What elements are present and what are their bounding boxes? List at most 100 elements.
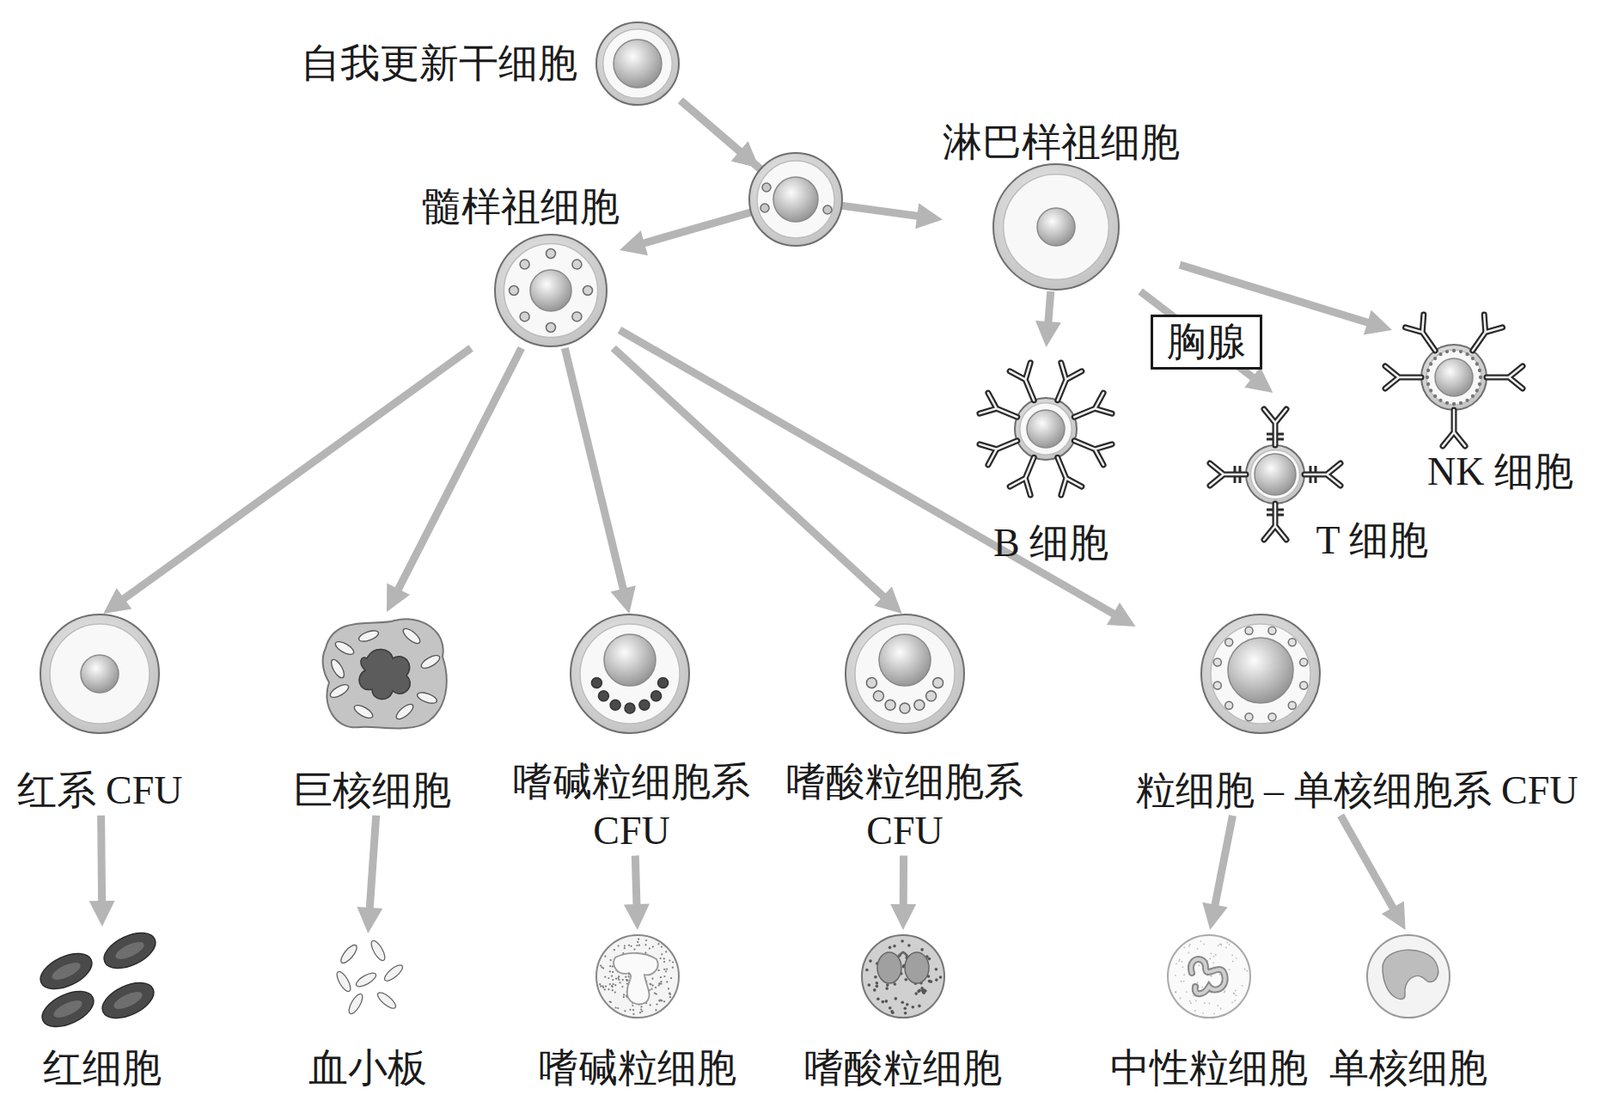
cell-node: 巨核细胞 — [293, 611, 452, 816]
illustration-part — [885, 999, 889, 1003]
illustration-part — [624, 976, 627, 978]
illustration-part — [1225, 946, 1228, 949]
illustration-part — [604, 985, 607, 988]
illustration-part — [600, 965, 603, 968]
illustration-part — [623, 946, 626, 949]
nucleus — [773, 177, 819, 222]
illustration-part — [509, 286, 520, 296]
illustration-part — [648, 983, 651, 985]
illustration-part — [1404, 314, 1444, 357]
illustration-part — [623, 944, 626, 947]
illustration-part — [334, 969, 354, 994]
illustration-part — [1264, 503, 1287, 540]
illustration-part — [1404, 314, 1444, 357]
illustration-part — [596, 934, 679, 1018]
arrow-connector — [564, 348, 636, 614]
illustration-part — [602, 986, 605, 989]
arrow-head — [1244, 366, 1273, 393]
illustration-part — [1471, 357, 1475, 361]
illustration-part — [40, 614, 159, 733]
illustration-part — [658, 1000, 660, 1002]
illustration-part — [1233, 992, 1235, 995]
cell-node: 淋巴样祖细胞 — [942, 117, 1180, 292]
illustration-part — [1069, 392, 1112, 428]
illustration-part — [609, 983, 611, 985]
illustration-part — [1486, 366, 1523, 389]
illustration-part — [357, 628, 380, 644]
illustration-part — [632, 1008, 635, 1011]
illustration-part — [1264, 503, 1287, 540]
illustration-part — [1264, 503, 1287, 540]
illustration-part — [659, 999, 661, 1002]
illustration-part — [663, 975, 666, 978]
arrow-line — [899, 855, 908, 913]
illustration-part — [900, 939, 904, 943]
illustration-part — [613, 948, 616, 951]
illustration-part — [1026, 409, 1065, 448]
illustration-part — [1198, 964, 1201, 966]
illustration-part — [1190, 958, 1226, 994]
illustration-part — [903, 1011, 908, 1015]
illustration-part — [979, 392, 1022, 428]
illustration-part — [1009, 452, 1045, 495]
illustration-part — [1244, 968, 1246, 971]
illustration-part — [979, 430, 1022, 465]
cell-node: 嗜酸粒细胞系 CFU — [771, 613, 1039, 856]
illustration-part — [1227, 637, 1294, 703]
illustration-part — [920, 947, 924, 952]
illustration-part — [665, 970, 667, 972]
illustration-part — [670, 977, 672, 979]
illustration-part — [1221, 943, 1223, 946]
arrow-line — [117, 348, 471, 604]
illustration-part — [611, 985, 614, 988]
illustration-part — [1479, 376, 1483, 379]
illustration-part — [622, 995, 625, 998]
illustration-part — [665, 950, 667, 953]
cell-illustration — [324, 933, 411, 1020]
illustration-part — [1304, 463, 1341, 486]
illustration-part — [611, 970, 614, 973]
illustration-part — [612, 983, 615, 985]
arrow-head — [731, 141, 760, 169]
cell-illustration — [1200, 613, 1321, 734]
illustration-part — [888, 946, 892, 950]
cell-node: 中性粒细胞 — [1110, 929, 1308, 1094]
illustration-part — [1019, 403, 1072, 455]
arrow-line — [395, 348, 522, 596]
illustration-part — [1195, 1000, 1197, 1002]
arrow-connector — [103, 348, 471, 614]
illustration-part — [617, 944, 620, 947]
cell-label: 嗜酸粒细胞系 CFU — [771, 757, 1039, 856]
illustration-part — [1188, 945, 1191, 947]
illustration-part — [1465, 398, 1469, 402]
illustration-part — [1189, 1000, 1191, 1002]
illustration-part — [651, 690, 662, 702]
illustration-part — [905, 1002, 910, 1007]
illustration-part — [1268, 713, 1277, 721]
illustration-part — [1264, 409, 1287, 446]
illustration-part — [419, 653, 442, 672]
illustration-part — [1304, 463, 1341, 486]
illustration-part — [865, 968, 869, 972]
illustration-part — [1009, 452, 1045, 495]
illustration-part — [903, 1007, 908, 1011]
illustration-part — [609, 964, 611, 967]
illustration-part — [1228, 968, 1231, 971]
illustration-part — [615, 977, 617, 980]
illustration-part — [113, 938, 147, 963]
illustration-part — [36, 983, 99, 1034]
cell-node: T 细胞 — [1193, 392, 1429, 566]
illustration-part — [1213, 658, 1222, 666]
illustration-part — [607, 988, 610, 990]
illustration-part — [654, 1008, 657, 1011]
illustration-part — [934, 977, 939, 982]
illustration-part — [1213, 1012, 1216, 1014]
illustration-part — [873, 975, 878, 979]
illustration-part — [888, 1006, 892, 1010]
illustration-part — [1220, 1007, 1222, 1010]
illustration-part — [617, 977, 620, 979]
illustration-part — [628, 944, 630, 947]
illustration-part — [1009, 452, 1045, 495]
illustration-part — [1212, 955, 1215, 958]
